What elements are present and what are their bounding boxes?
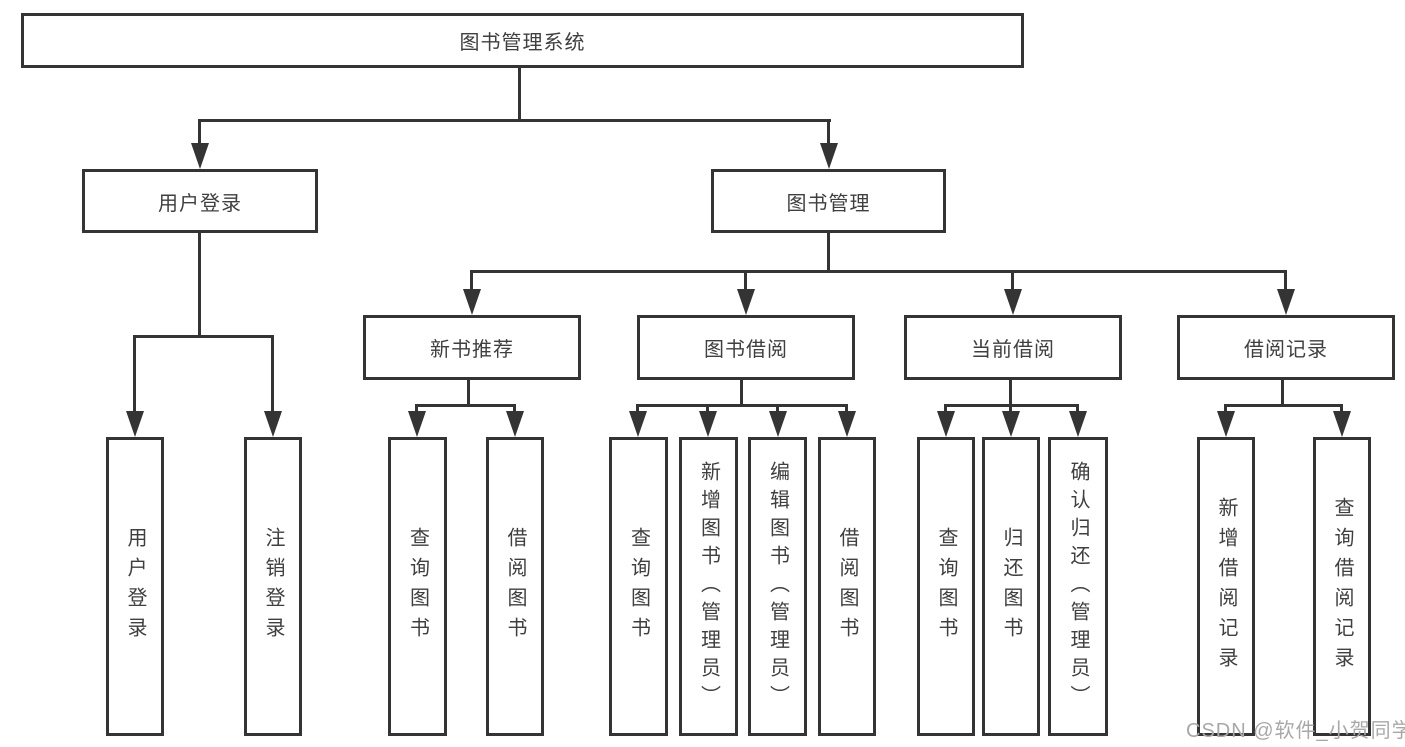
connector-drop-leaf [415,404,418,414]
arrow-down-icon [191,143,209,169]
arrow-down-icon [126,411,144,437]
connector-branch-group [636,404,848,407]
leaf-label: 编辑图书（管理员） [766,460,789,713]
connector-drop-book-borrow [744,271,747,293]
connector-drop-leaf [845,404,848,414]
arrow-down-icon [506,411,524,437]
connector-branch-group [1224,404,1343,407]
connector-drop-leaf [636,404,639,414]
leaf-confirm-return-admin: 确认归还（管理员） [1048,437,1108,736]
connector-stem [467,380,470,407]
connector-branch-group [415,404,516,407]
connector-root-stem [518,68,521,122]
connector-drop-current-borrow [1011,271,1014,293]
arrow-down-icon [1004,289,1022,315]
arrow-down-icon [937,411,955,437]
connector-stem [1009,380,1012,407]
arrow-down-icon [699,411,717,437]
node-user-login: 用户登录 [82,169,318,233]
connector-branch-userlogin [133,335,274,338]
leaf-label: 借阅图书 [504,526,526,647]
arrow-down-icon [1002,411,1020,437]
node-label: 借阅记录 [1244,339,1328,361]
arrow-down-icon [838,411,856,437]
arrow-down-icon [629,411,647,437]
node-borrow-record: 借阅记录 [1177,315,1395,380]
leaf-label: 查询图书 [627,526,650,647]
connector-drop-leaf [944,404,947,414]
leaf-add-book-admin: 新增图书（管理员） [679,437,738,736]
arrow-down-icon [408,411,426,437]
connector-userlogin-stem [198,233,201,336]
arrow-down-icon [264,411,282,437]
node-current-borrow: 当前借阅 [904,315,1122,380]
leaf-return-book: 归还图书 [982,437,1040,736]
node-library-management-system: 图书管理系统 [21,13,1024,68]
leaf-label: 查询借阅记录 [1331,496,1353,677]
arrow-down-icon [820,143,838,169]
leaf-label: 查询图书 [406,526,429,647]
node-label: 用户登录 [158,192,242,215]
leaf-query-book-current: 查询图书 [917,437,975,736]
leaf-add-borrow-record: 新增借阅记录 [1197,437,1255,736]
leaf-user-login: 用户登录 [106,437,164,736]
connector-bookmgmt-stem [827,233,830,273]
connector-drop-leaf [706,404,709,414]
connector-drop-book-management [827,120,830,148]
connector-drop-leaf [513,404,516,414]
arrow-down-icon [769,411,787,437]
arrow-down-icon [737,289,755,315]
leaf-label: 归还图书 [1000,526,1022,647]
connector-drop-leaf [1076,404,1079,414]
leaf-edit-book-admin: 编辑图书（管理员） [748,437,807,736]
connector-drop-leaf [271,336,274,414]
node-book-borrow: 图书借阅 [637,315,855,380]
leaf-query-book-borrow: 查询图书 [609,437,668,736]
leaf-borrow-book-borrow: 借阅图书 [818,437,876,736]
node-label: 当前借阅 [971,339,1055,361]
leaf-label: 确认归还（管理员） [1067,460,1089,713]
arrow-down-icon [1333,411,1351,437]
arrow-down-icon [1277,289,1295,315]
connector-drop-leaf [776,404,779,414]
connector-drop-leaf [1009,404,1012,414]
leaf-borrow-book-recommend: 借阅图书 [486,437,544,736]
node-label: 图书管理 [786,192,871,215]
connector-drop-user-login [198,120,201,148]
node-label: 图书借阅 [704,339,788,361]
arrow-down-icon [1069,411,1087,437]
leaf-label: 查询图书 [935,526,957,647]
leaf-label: 用户登录 [124,526,146,647]
node-book-management: 图书管理 [711,169,946,233]
connector-stem [1281,380,1284,407]
connector-drop-leaf [133,336,136,414]
leaf-label: 新增图书（管理员） [697,460,720,713]
leaf-label: 借阅图书 [836,526,858,647]
connector-drop-new-book [470,271,473,293]
connector-drop-leaf [1340,404,1343,414]
node-new-book-recommend: 新书推荐 [363,315,581,380]
connector-branch-level2 [470,270,1287,273]
node-label: 图书管理系统 [459,32,586,54]
leaf-logout-login: 注销登录 [244,437,302,736]
leaf-query-borrow-record: 查询借阅记录 [1313,437,1371,736]
connector-drop-leaf [1224,404,1227,414]
leaf-label: 注销登录 [262,526,284,647]
connector-drop-borrow-record [1284,271,1287,293]
arrow-down-icon [1217,411,1235,437]
leaf-query-book-recommend: 查询图书 [388,437,447,736]
csdn-watermark: CSDN @软件_小贺同学 [1186,720,1405,742]
connector-branch-level1 [198,119,831,122]
arrow-down-icon [463,289,481,315]
leaf-label: 新增借阅记录 [1215,496,1237,677]
connector-stem [740,380,743,407]
node-label: 新书推荐 [430,339,514,361]
